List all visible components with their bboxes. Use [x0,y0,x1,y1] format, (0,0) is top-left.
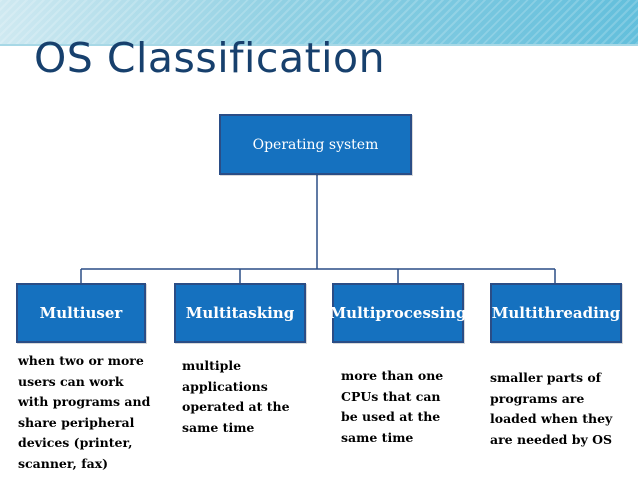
node-operating-system: Operating system [219,114,412,175]
description-multiprocessing: more than one CPUs that can be used at t… [341,366,443,448]
description-multitasking: multiple applications operated at the sa… [182,356,290,438]
node-label: Multithreading [491,304,621,322]
header-band [0,0,638,44]
description-line: users can work [18,373,124,389]
description-line: scanner, fax) [18,455,109,471]
description-multiuser: when two or more users can work with pro… [18,351,150,474]
node-multiuser: Multiuser [16,283,146,343]
node-label: Multiuser [39,304,123,322]
description-multithreading: smaller parts of programs are loaded whe… [490,368,612,450]
description-line: same time [341,429,414,445]
description-line: smaller parts of [490,370,602,385]
description-line: devices (printer, [18,435,133,450]
header-divider [0,44,638,46]
node-label: Operating system [252,136,379,153]
description-line: CPUs that can [341,388,441,404]
description-line: loaded when they [490,411,613,426]
description-line: are needed by OS [490,431,613,447]
node-multiprocessing: Multiprocessing [329,283,467,343]
description-line: more than one [341,368,444,383]
description-line: programs are [490,390,585,406]
description-line: same time [182,419,255,435]
node-multitasking: Multitasking [174,283,306,343]
description-line: applications [182,378,268,394]
slide-title: OS Classification [34,34,386,82]
description-line: be used at the [341,409,441,424]
description-line: operated at the [182,399,290,414]
description-line: share peripheral [18,414,135,430]
description-line: multiple [182,358,242,373]
description-line: with programs and [18,394,151,409]
node-label: Multiprocessing [329,304,467,322]
description-line: when two or more [18,353,144,368]
node-label: Multitasking [185,304,295,322]
node-multithreading: Multithreading [490,283,622,343]
